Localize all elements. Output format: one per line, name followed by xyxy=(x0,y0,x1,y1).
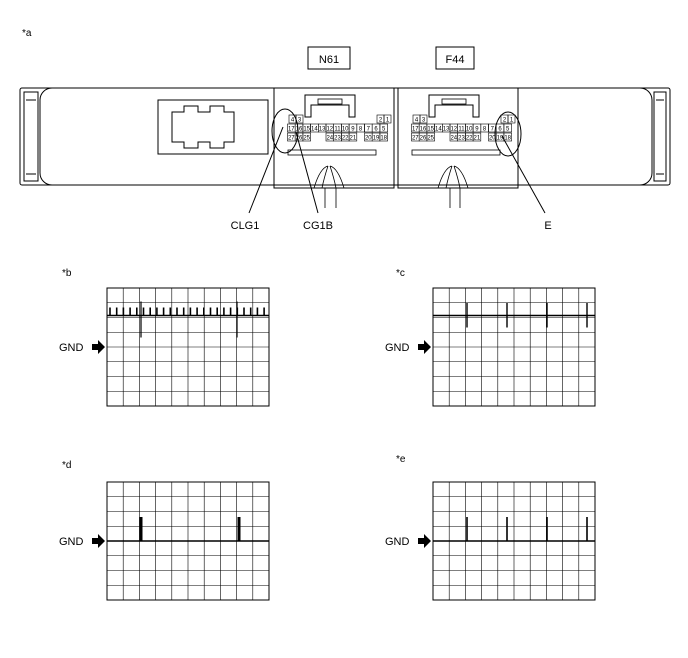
pin-label: 26 xyxy=(296,136,303,142)
gnd-arrow-icon xyxy=(418,340,431,354)
fig-a-label: *a xyxy=(22,28,32,39)
pin-label: 10 xyxy=(466,127,473,133)
fig-c-label: *c xyxy=(396,268,405,279)
pin-label: 7 xyxy=(367,127,371,133)
gnd-arrow-icon xyxy=(92,340,105,354)
pin-label: 16 xyxy=(296,127,303,133)
pin-label: 9 xyxy=(475,127,479,133)
signal-trace xyxy=(433,517,595,542)
gnd-label: GND xyxy=(385,342,410,354)
pin-label: 3 xyxy=(422,118,426,124)
gnd-label: GND xyxy=(59,536,84,548)
pin-label: 23 xyxy=(334,136,341,142)
pin-label: 4 xyxy=(415,118,419,124)
pin-label: 9 xyxy=(351,127,355,133)
pin-label: 4 xyxy=(291,118,295,124)
gnd-arrow-icon xyxy=(92,534,105,548)
pin-label: 5 xyxy=(382,127,386,133)
pin-label: 19 xyxy=(497,136,504,142)
pin-label: 25 xyxy=(427,136,434,142)
pin-label: 13 xyxy=(443,127,450,133)
pin-label: 15 xyxy=(303,127,310,133)
pin-label: 8 xyxy=(483,127,487,133)
fig-b-label: *b xyxy=(62,268,72,279)
waveform-panel-c: GND xyxy=(385,287,596,407)
pin-label: 18 xyxy=(380,136,387,142)
pin-label: 2 xyxy=(379,118,383,124)
fig-e-label: *e xyxy=(396,454,406,465)
gnd-label: GND xyxy=(385,536,410,548)
pin-label: 13 xyxy=(319,127,326,133)
pin-label: 21 xyxy=(350,136,357,142)
pin-label: 21 xyxy=(474,136,481,142)
fig-d-label: *d xyxy=(62,460,71,471)
pin-label: 11 xyxy=(334,127,341,133)
pin-label: 12 xyxy=(450,127,457,133)
pin-label: 8 xyxy=(359,127,363,133)
waveform-panel-b: GND xyxy=(59,287,270,407)
pin-label: 1 xyxy=(386,118,390,124)
signal-trace xyxy=(107,301,269,338)
pin-label: 23 xyxy=(458,136,465,142)
pin-label: 22 xyxy=(466,136,473,142)
pin-label: 17 xyxy=(288,127,295,133)
waveform-panel-d: GND xyxy=(59,481,270,601)
pin-label: 2 xyxy=(503,118,507,124)
pin-label: 7 xyxy=(491,127,495,133)
connector-n61-tag-box xyxy=(307,46,351,70)
pin-label: 15 xyxy=(427,127,434,133)
pin-label: 6 xyxy=(374,127,378,133)
pin-label: 14 xyxy=(311,127,318,133)
callout-cg1b: CG1B xyxy=(303,220,333,232)
pin-label: 20 xyxy=(489,136,496,142)
connector-n61-tag: N61 xyxy=(319,54,339,66)
pin-label: 24 xyxy=(450,136,457,142)
signal-trace xyxy=(107,517,269,542)
gnd-arrow-icon xyxy=(418,534,431,548)
pin-label: 5 xyxy=(506,127,510,133)
pin-label: 27 xyxy=(288,136,295,142)
pin-label: 22 xyxy=(342,136,349,142)
pin-label: 12 xyxy=(326,127,333,133)
pin-label: 19 xyxy=(373,136,380,142)
pin-label: 11 xyxy=(458,127,465,133)
connector-f44-tag-box xyxy=(435,46,475,70)
pin-label: 25 xyxy=(303,136,310,142)
callout-lines xyxy=(248,108,546,214)
gnd-label: GND xyxy=(59,342,84,354)
pin-label: 26 xyxy=(420,136,427,142)
pin-label: 18 xyxy=(504,136,511,142)
pin-label: 14 xyxy=(435,127,442,133)
callout-clg1: CLG1 xyxy=(231,220,260,232)
pin-label: 24 xyxy=(326,136,333,142)
waveform-panel-e: GND xyxy=(385,481,596,601)
pin-label: 6 xyxy=(498,127,502,133)
pin-label: 17 xyxy=(412,127,419,133)
pin-label: 27 xyxy=(412,136,419,142)
connector-f44-tag: F44 xyxy=(446,54,465,66)
pin-label: 16 xyxy=(420,127,427,133)
pin-label: 20 xyxy=(365,136,372,142)
pin-label: 3 xyxy=(298,118,302,124)
pin-label: 1 xyxy=(510,118,514,124)
signal-trace xyxy=(433,302,595,328)
pin-label: 10 xyxy=(342,127,349,133)
callout-e: E xyxy=(544,220,551,232)
